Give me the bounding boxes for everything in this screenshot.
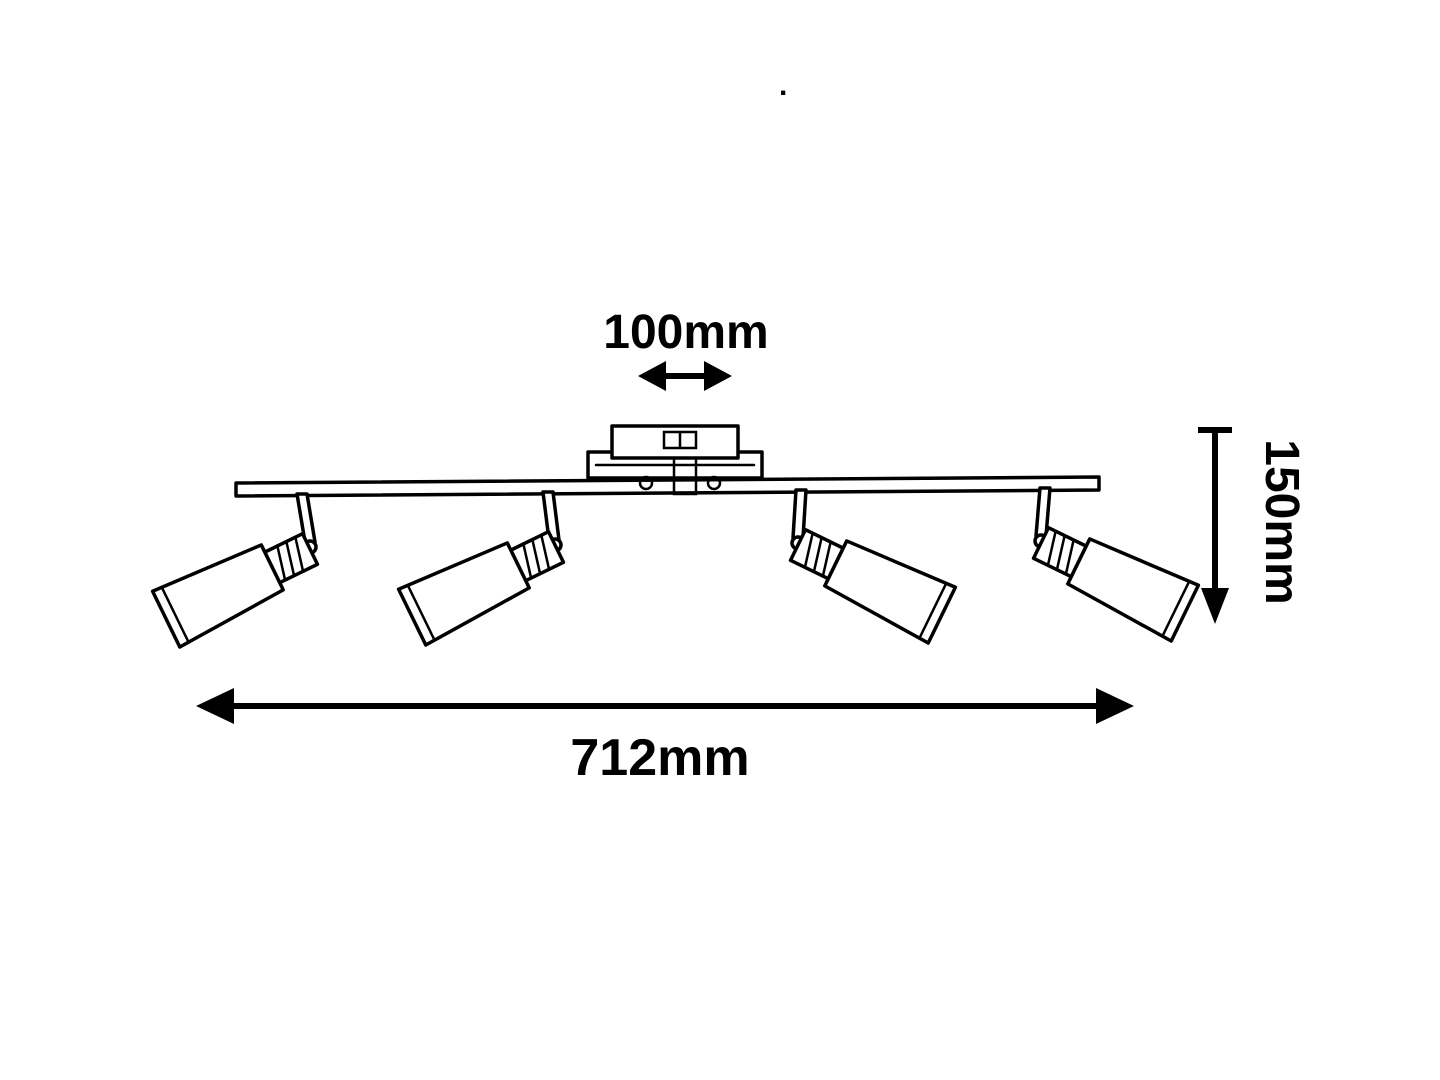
arrowhead-down-icon [1201,588,1229,624]
spotlight-4 [1031,525,1201,643]
dimension-label-150mm: 150mm [1255,439,1308,604]
spotlight-1 [150,531,320,649]
neck-stripe [821,540,832,578]
neck-stripe [803,531,814,569]
center-joint [672,456,698,496]
neck-stripe [522,542,533,580]
screw-left-icon [638,475,654,491]
stray-dot: . [779,69,787,102]
arrowhead-left-icon [196,688,234,724]
neck-stripe [1064,538,1075,576]
arrowhead-right-icon [1096,688,1134,724]
dimension-total-length: 712mm [196,688,1134,787]
spotlight-2 [396,529,566,647]
arrowhead-left-icon [638,361,666,391]
neck-stripe [294,535,305,573]
dimension-canopy-width: 100mm [603,306,769,391]
dimension-drop-height: 150mm [1198,427,1308,624]
neck-stripe [1055,534,1066,571]
shade-rim-line [1161,580,1191,637]
shade-rim-line [918,582,948,639]
neck-stripe [1046,529,1057,567]
screw-right-icon [706,475,722,491]
dimension-label-100mm: 100mm [603,306,768,359]
neck-stripe [531,538,542,575]
fixture-drawing [150,424,1201,649]
spotlight-shade [823,539,958,645]
neck-stripe [285,540,296,577]
shade-rim-line [406,584,436,641]
spotlight-shade [1066,537,1201,643]
spotlight-shade [396,541,531,647]
arrowhead-right-icon [704,361,732,391]
shade-rim-line [160,586,190,643]
neck-stripe [812,536,823,573]
dimension-label-712mm: 712mm [570,729,749,787]
neck-stripe [540,533,551,571]
spotlight-shade [150,543,285,649]
mounting-canopy [586,424,764,496]
spotlight-3 [788,527,958,645]
track-bar [234,475,1101,498]
neck-stripe [276,544,287,582]
